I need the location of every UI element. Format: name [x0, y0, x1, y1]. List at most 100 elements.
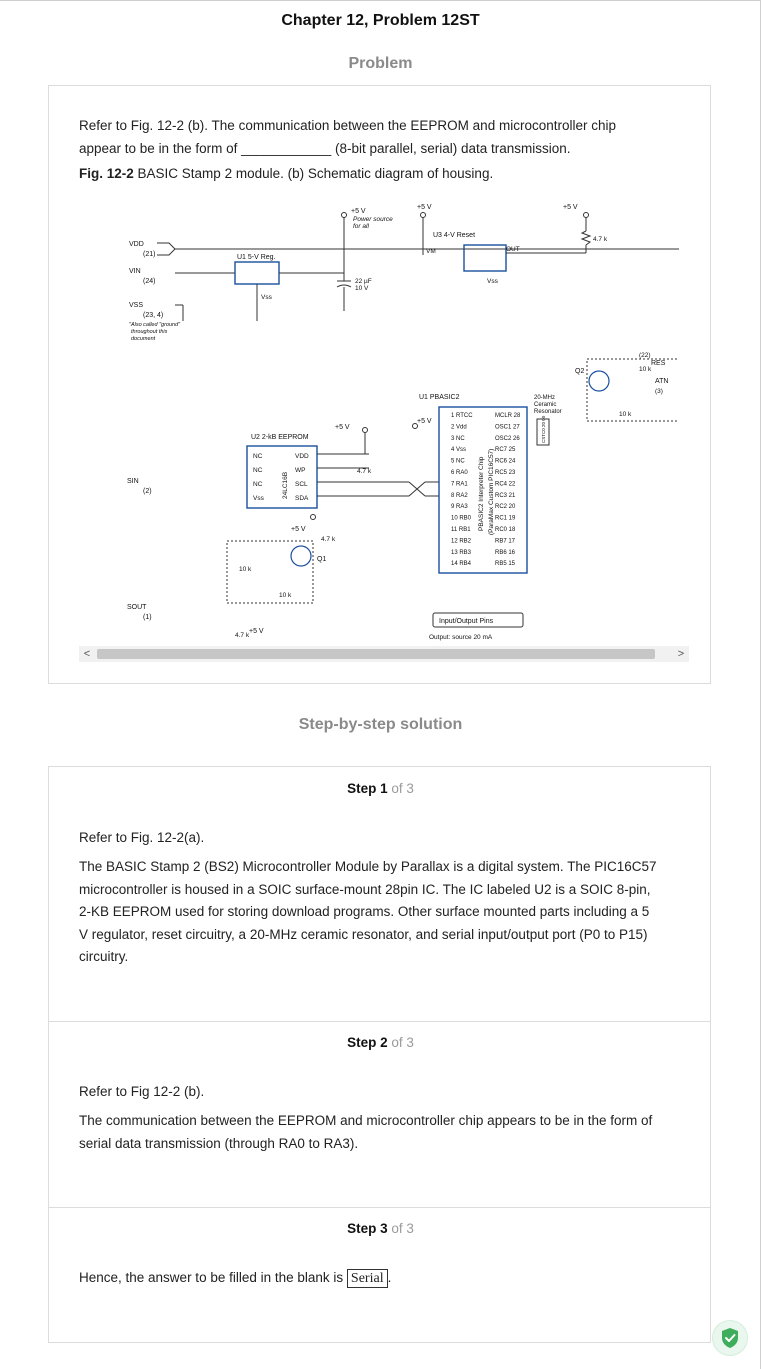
resonator-2: Ceramic — [534, 402, 556, 408]
pbasic-left-pin: 5 NC — [451, 459, 465, 465]
resonator-1: 20-MHz — [534, 395, 555, 401]
power-source-1: Power source — [353, 216, 393, 223]
pbasic-right-pin: MCLR 28 — [495, 413, 521, 419]
pin-num-2: (2) — [143, 488, 152, 495]
step-2-ref: Refer to Fig 12-2 (b). — [79, 1084, 205, 1099]
step-1-of: of 3 — [391, 781, 414, 796]
ground-note-2: throughout this — [131, 329, 168, 335]
power-source-2: for all — [353, 223, 369, 230]
resonator-part: CSTC0 20 00 — [541, 415, 546, 443]
u3-out: OUT — [506, 246, 520, 253]
ground-note-1: "Also called "ground" — [129, 322, 181, 328]
u1-pbasic-label: U1 PBASIC2 — [419, 394, 460, 401]
pbasic-right-pin: RC6 24 — [495, 459, 516, 465]
schematic-diagram: VDD (21) VIN (24) VSS (23, 4) "Also call… — [127, 204, 679, 641]
q1-label: Q1 — [317, 556, 326, 563]
scroll-right-arrow[interactable]: > — [677, 648, 685, 660]
pin-vin: VIN — [129, 268, 141, 275]
resonator-3: Resonator — [534, 409, 562, 415]
pbasic-left-pin: 9 RA3 — [451, 504, 468, 510]
pbasic-right-pin: RB5 15 — [495, 561, 516, 567]
shield-check-icon — [722, 1328, 738, 1348]
pbasic-right-pin: RC3 21 — [495, 493, 516, 499]
q1-r10k-2: 10 k — [279, 592, 292, 599]
u1-regulator-label: U1 5-V Reg. — [237, 254, 276, 261]
horizontal-scrollbar[interactable]: < > — [79, 646, 689, 662]
scroll-left-arrow[interactable]: < — [83, 648, 91, 660]
res-pin-num: (22) — [639, 352, 651, 359]
eeprom-pullup: 4.7 k — [357, 468, 372, 475]
pbasic-left-pin: 7 RA1 — [451, 481, 468, 487]
step-1-ref: Refer to Fig. 12-2(a). — [79, 830, 205, 845]
problem-heading: Problem — [348, 55, 413, 72]
answer-box: Serial — [346, 1269, 388, 1288]
step-1-line-1: The BASIC Stamp 2 (BS2) Microcontroller … — [79, 859, 657, 874]
step-1-title: Step 1 of 3 — [49, 781, 712, 796]
eeprom-pin-4: Vss — [253, 495, 265, 502]
step-1-line-2: microcontroller is housed in a SOIC surf… — [79, 881, 651, 897]
eeprom-pin-2: NC — [253, 467, 263, 474]
res-pin: RES — [651, 360, 666, 367]
answer-suffix: . — [387, 1270, 392, 1285]
step-3-of: of 3 — [391, 1221, 414, 1236]
step-3-answer-line: Hence, the answer to be filled in the bl… — [79, 1267, 689, 1290]
scroll-thumb[interactable] — [97, 649, 655, 659]
step-2-of: of 3 — [391, 1035, 414, 1050]
q2-plus5v: +5 V — [563, 204, 578, 211]
eeprom-chip-name: 24LC16B — [282, 472, 289, 499]
pin-sout: SOUT — [127, 604, 147, 611]
q2-r10k: 10 k — [639, 366, 652, 373]
q2-pullup: 4.7 k — [593, 236, 608, 243]
step-2-line-2: serial data transmission (through RA0 to… — [79, 1135, 359, 1151]
problem-text-line-1: Refer to Fig. 12-2 (b). The communicatio… — [79, 118, 616, 133]
step-1-line-3: 2-KB EEPROM used for storing download pr… — [79, 904, 650, 919]
pbasic-left-pin: 6 RA0 — [451, 470, 468, 476]
q2-label: Q2 — [575, 368, 584, 375]
chip-vertical-2: (ParaMax Custom PIC16C57) — [488, 449, 495, 535]
pbasic-right-pin: RB7 17 — [495, 538, 516, 544]
step-1-label: Step 1 — [347, 781, 388, 796]
pbasic-right-pin: RB6 16 — [495, 550, 516, 556]
pbasic-plus5v: +5 V — [417, 418, 432, 425]
pin-num-21: (21) — [143, 251, 155, 258]
pin-num-23-4: (23, 4) — [143, 312, 163, 319]
atn-pin-num: (3) — [655, 388, 663, 395]
u3-vdd: VM — [426, 248, 436, 255]
pbasic-left-pin: 11 RB1 — [451, 527, 471, 533]
ground-note-3: document — [131, 336, 156, 342]
step-divider-2 — [49, 1207, 710, 1208]
pbasic-right-pin: RC7 25 — [495, 447, 516, 453]
pbasic-right-pin: RC1 19 — [495, 516, 516, 522]
answer-prefix: Hence, the answer to be filled in the bl… — [79, 1270, 344, 1285]
eeprom-pin-8: VDD — [295, 453, 309, 460]
eeprom-plus5v: +5 V — [335, 424, 350, 431]
eeprom-pin-6: SCL — [295, 481, 308, 488]
pbasic-left-pin: 3 NC — [451, 436, 465, 442]
pbasic-right-pin: RC5 23 — [495, 470, 516, 476]
solution-heading: Step-by-step solution — [298, 716, 463, 733]
frame-top-border — [0, 0, 761, 1]
pbasic-left-pin: 12 RB2 — [451, 538, 472, 544]
pbasic-right-pin: RC0 18 — [495, 527, 516, 533]
pbasic-left-pin: 2 Vdd — [451, 424, 467, 430]
figure-caption-text: BASIC Stamp 2 module. (b) Schematic diag… — [137, 166, 494, 181]
pbasic-left-pin: 1 RTCC — [451, 413, 473, 419]
security-shield-icon[interactable] — [712, 1320, 748, 1356]
pbasic-left-pin: 8 RA2 — [451, 493, 468, 499]
step-divider-1 — [49, 1021, 710, 1022]
pin-sin: SIN — [127, 478, 139, 485]
cap-label-1: 22 µF — [355, 278, 372, 285]
pbasic-right-pin: OSC1 27 — [495, 424, 520, 430]
pin-vss: VSS — [129, 302, 143, 309]
u1-vss: Vss — [261, 294, 273, 301]
eeprom-pin-5: SDA — [295, 495, 309, 502]
pbasic-left-pin: 14 RB4 — [451, 561, 472, 567]
figure-caption: Fig. 12-2 BASIC Stamp 2 module. (b) Sche… — [79, 166, 493, 181]
power-plus5v: +5 V — [351, 208, 366, 215]
step-3-label: Step 3 — [347, 1221, 388, 1236]
q1-pullup: 4.7 k — [321, 536, 336, 543]
pbasic-right-pin: OSC2 26 — [495, 436, 520, 442]
solution-card: Step 1 of 3 Refer to Fig. 12-2(a). The B… — [48, 766, 711, 1343]
problem-card: Refer to Fig. 12-2 (b). The communicatio… — [48, 85, 711, 684]
pin-num-1: (1) — [143, 614, 152, 621]
